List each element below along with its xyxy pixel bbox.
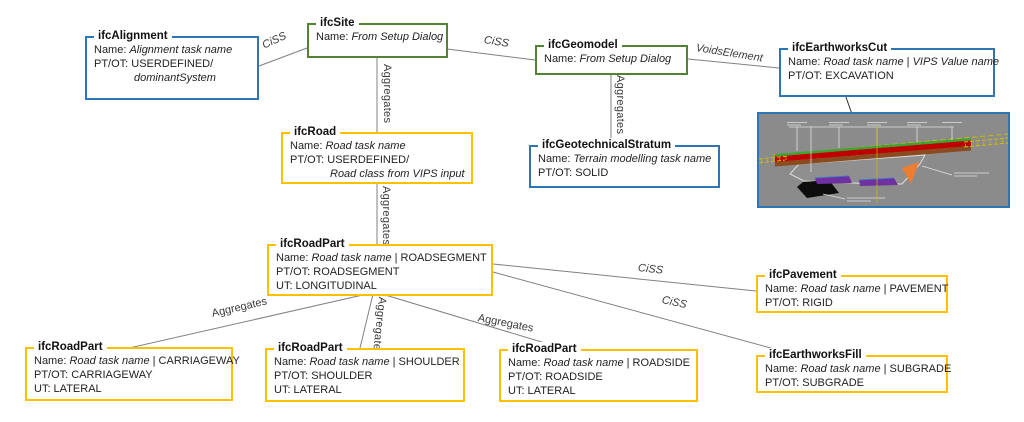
- ifc-roadpart-segment-box: ifcRoadPart Name: Road task name | ROADS…: [267, 237, 493, 296]
- edge-site-geomodel: [446, 48, 536, 61]
- ifc-road-box: ifcRoad Name: Road task name PT/OT: USER…: [281, 125, 473, 184]
- edge-geomodel-earthworks-cut: [687, 58, 780, 69]
- box-title: ifcSite: [316, 16, 359, 30]
- name-line: Name: Alignment task name: [94, 44, 233, 56]
- ut-line: UT: LATERAL: [274, 384, 342, 396]
- name-line: Name: Road task name: [290, 140, 406, 152]
- edge-label-aggregates-road-roadpart: Aggregates: [380, 186, 392, 246]
- edge-label-aggregates-geomodel-stratum: Aggregates: [614, 75, 626, 135]
- pt-extra-line: Road class from VIPS input: [330, 168, 465, 180]
- box-title: ifcRoadPart: [276, 237, 349, 251]
- pt-line: PT/OT: SHOULDER: [274, 370, 373, 382]
- name-line: Name: Road task name | VIPS Value name: [788, 56, 999, 68]
- pt-line: PT/OT: USERDEFINED/: [94, 58, 214, 70]
- pt-line: PT/OT: EXCAVATION: [788, 70, 894, 82]
- pt-line: PT/OT: USERDEFINED/: [290, 154, 410, 166]
- ifc-roadpart-roadside-box: ifcRoadPart Name: Road task name | ROADS…: [499, 342, 698, 402]
- ifc-roadpart-carriageway-box: ifcRoadPart Name: Road task name | CARRI…: [25, 340, 240, 401]
- ifc-site-box: ifcSite Name: From Setup Dialog: [307, 16, 448, 58]
- ifc-geomodel-box: ifcGeomodel Name: From Setup Dialog: [535, 38, 688, 75]
- box-title: ifcEarthworksCut: [788, 41, 892, 55]
- name-line: Name: Road task name | ROADSIDE: [508, 357, 691, 369]
- edge-roadpart-earthworks-fill: [492, 271, 801, 357]
- box-title: ifcRoad: [290, 125, 341, 139]
- box-title: ifcGeotechnicalStratum: [538, 138, 676, 152]
- pt-line: PT/OT: ROADSEGMENT: [276, 266, 400, 278]
- name-line: Name: Road task name | SHOULDER: [274, 356, 460, 368]
- box-title: ifcEarthworksFill: [765, 348, 866, 362]
- cross-section-image: [757, 112, 1010, 208]
- edge-roadpart-pavement: [492, 263, 757, 292]
- edge-label-aggregates-site-road: Aggregates: [381, 64, 393, 124]
- pt-line: PT/OT: SOLID: [538, 167, 609, 179]
- edge-roadpart-roadside: [381, 293, 566, 350]
- ifc-geotechnical-stratum-box: ifcGeotechnicalStratum Name: Terrain mod…: [529, 138, 720, 188]
- ifc-roadpart-shoulder-box: ifcRoadPart Name: Road task name | SHOUL…: [265, 341, 465, 402]
- annotation-marks: [787, 122, 989, 202]
- name-line: Name: Road task name | ROADSEGMENT: [276, 252, 487, 264]
- ifc-pavement-box: ifcPavement Name: Road task name | PAVEM…: [756, 268, 949, 313]
- pt-line: PT/OT: RIGID: [765, 297, 833, 309]
- ifc-earthworks-fill-box: ifcEarthworksFill Name: Road task name |…: [756, 348, 952, 393]
- edge-alignment-site: [258, 47, 308, 67]
- cross-section-graphic: [759, 114, 1008, 206]
- name-line: Name: From Setup Dialog: [544, 53, 672, 65]
- ifc-earthworks-cut-box: ifcEarthworksCut Name: Road task name | …: [779, 41, 999, 97]
- box-title: ifcAlignment: [94, 29, 172, 43]
- edge-label-ciss-pavement: CiSS: [637, 262, 664, 277]
- box-title: ifcRoadPart: [34, 340, 107, 354]
- ut-line: UT: LATERAL: [34, 383, 102, 395]
- pt-extra-line: dominantSystem: [134, 72, 216, 84]
- box-title: ifcGeomodel: [544, 38, 622, 52]
- edge-roadpart-shoulder: [359, 293, 374, 349]
- ut-line: UT: LONGITUDINAL: [276, 280, 377, 292]
- pt-line: PT/OT: ROADSIDE: [508, 371, 603, 383]
- box-title: ifcPavement: [765, 268, 841, 282]
- name-line: Name: From Setup Dialog: [316, 31, 444, 43]
- pt-line: PT/OT: SUBGRADE: [765, 377, 865, 389]
- name-line: Name: Road task name | CARRIAGEWAY: [34, 355, 240, 367]
- edge-roadpart-carriageway: [124, 293, 368, 350]
- box-title: ifcRoadPart: [508, 342, 581, 356]
- ut-line: UT: LATERAL: [508, 385, 576, 397]
- ifc-alignment-box: ifcAlignment Name: Alignment task name P…: [85, 29, 259, 100]
- pt-line: PT/OT: CARRIAGEWAY: [34, 369, 153, 381]
- name-line: Name: Road task name | SUBGRADE: [765, 363, 952, 375]
- name-line: Name: Road task name | PAVEMENT: [765, 283, 949, 295]
- box-title: ifcRoadPart: [274, 341, 347, 355]
- name-line: Name: Terrain modelling task name: [538, 153, 712, 165]
